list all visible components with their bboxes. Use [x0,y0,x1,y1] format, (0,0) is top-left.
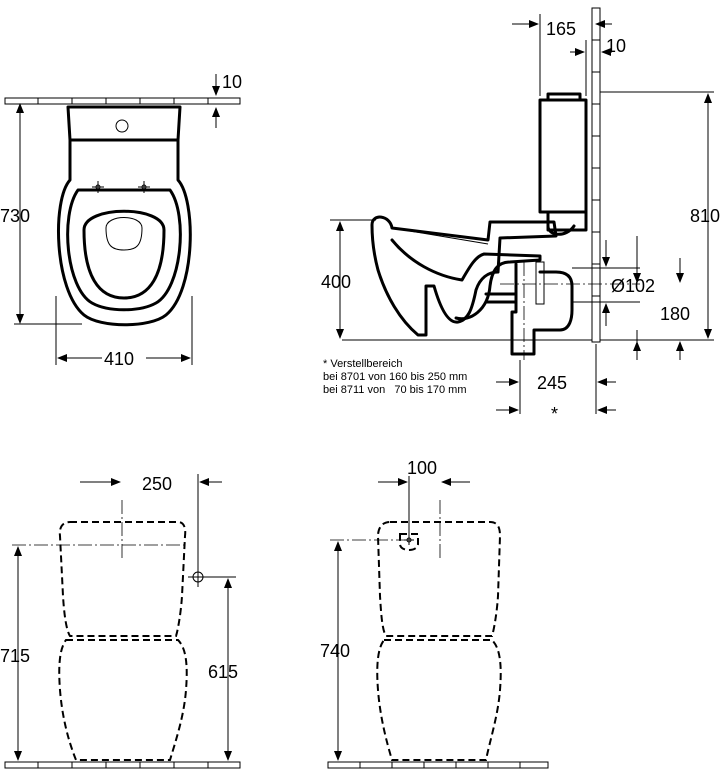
side-view: 165 10 810 400 Ø102 [321,7,720,424]
dim-label-400: 400 [321,272,351,292]
dim-front-a-inlet-height: 615 [208,578,238,761]
dim-label-715: 715 [0,646,30,666]
dim-label-730: 730 [0,206,30,226]
side-view-outlet-pipe [510,262,574,356]
dim-label-d102: Ø102 [611,276,655,296]
dim-label-180: 180 [660,304,690,324]
dim-front-a-height: 715 [0,546,30,761]
dim-side-tank-depth: 165 [512,14,612,96]
dim-top-wall-gap: 10 [212,72,242,128]
dim-side-seat-height: 400 [321,219,376,339]
dim-label-245: 245 [537,373,567,393]
dim-top-depth: 730 [0,103,82,325]
dim-label-615: 615 [208,662,238,682]
floor-strip-front-a [4,761,241,769]
note-title: * Verstellbereich [323,358,403,370]
dim-side-tank-gap: 10 [570,36,626,96]
top-view-bowl [57,138,192,327]
hinge-mark-icon [92,181,150,193]
dim-label-165: 165 [546,19,576,39]
front-b-flush-button [399,533,419,551]
flush-button-icon [115,119,129,133]
dim-label-250: 250 [142,474,172,494]
front-b-bowl [376,639,502,761]
dim-front-a-width: 250 [80,474,222,570]
wall-strip-top [4,97,241,105]
front-a-bowl [58,639,188,761]
side-view-connector [535,261,545,305]
dim-side-outlet-diameter: Ø102 [572,240,655,326]
side-view-bowl [370,215,558,337]
top-view-inner-bowl [105,217,143,251]
dim-label-10: 10 [222,72,242,92]
side-view-tank [538,98,588,214]
top-view-seat-opening [82,209,166,300]
dim-label-410: 410 [104,349,134,369]
front-view-a: 250 715 615 [0,474,241,769]
front-view-b: 100 740 [320,458,549,769]
floor-strip-front-b [327,761,549,769]
top-view-seat [66,188,182,312]
dim-label-100: 100 [407,458,437,478]
note-line-2: bei 8711 von 70 bis 170 mm [323,384,467,396]
side-view-flush-connection [546,224,576,236]
note-line-1: bei 8701 von 160 bis 250 mm [323,371,467,383]
side-view-tank-lid [546,92,582,102]
dim-label-740: 740 [320,641,350,661]
side-view-trap [390,238,542,321]
top-view: 10 730 410 [0,72,242,369]
top-view-tank [66,105,182,142]
side-view-outlet-neck [484,292,518,304]
dim-label-810: 810 [690,206,720,226]
dim-side-outlet-height: 180 [633,236,690,360]
dim-front-b-height: 740 [320,541,350,761]
dim-side-total-height: 810 [600,91,720,341]
wall-strip-side [591,7,601,343]
dim-label-10-side: 10 [606,36,626,56]
water-inlet-icon [188,567,236,587]
dim-front-b-offset: 100 [378,458,470,486]
front-b-tank [376,521,502,637]
dim-label-asterisk: * [551,404,558,424]
dim-top-width: 410 [55,296,193,369]
dim-side-outlet-offset: 245 [496,344,616,414]
side-view-rim [391,227,489,245]
front-a-tank [58,521,187,637]
dim-side-adjust-range: * [496,404,616,424]
